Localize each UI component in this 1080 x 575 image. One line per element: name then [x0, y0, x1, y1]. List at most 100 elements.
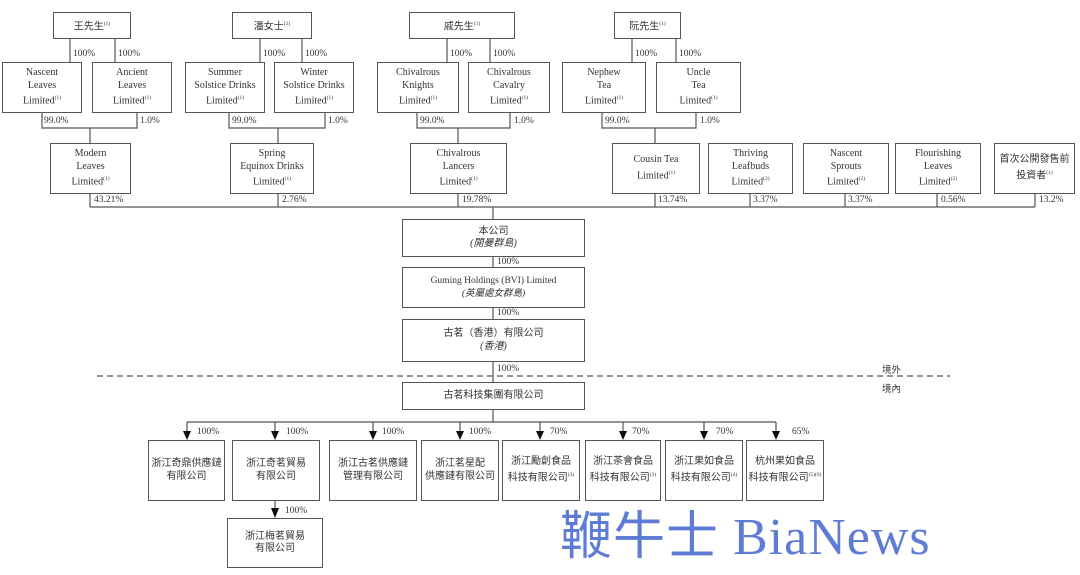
- ownership-pct: 1.0%: [700, 116, 720, 126]
- ownership-pct: 70%: [550, 427, 568, 437]
- entity-name-line: 科技有限公司: [507, 472, 568, 484]
- ownership-pct: 43.21%: [94, 195, 124, 205]
- entity-name-line: Nascent: [829, 148, 863, 160]
- subsidiary-box: 浙江梅茗貿易有限公司: [227, 518, 323, 568]
- footnote-mark: (2): [763, 176, 770, 183]
- jurisdiction: (開曼群島): [470, 238, 517, 249]
- ownership-pct: 99.0%: [420, 116, 445, 126]
- entity-name-line: 科技有限公司: [670, 472, 731, 484]
- ownership-pct: 13.74%: [658, 195, 688, 205]
- entity-name-line: Leaves: [27, 79, 57, 91]
- subsidiary-box: 浙江奇茗貿易有限公司: [232, 440, 320, 501]
- entity-name-line: Uncle: [686, 67, 711, 79]
- ownership-pct: 100%: [635, 49, 658, 59]
- shareholder-name: 阮先生: [629, 20, 660, 32]
- entity-name-line: Limited: [731, 176, 764, 188]
- entity-name-line: Leafbuds: [731, 160, 770, 172]
- ownership-pct: 100%: [450, 49, 473, 59]
- entity-name-line: Chivalrous: [436, 148, 481, 160]
- footnote-mark: (3): [649, 471, 657, 478]
- footnote-mark: (1): [711, 95, 718, 102]
- entity-name-line: Limited: [112, 95, 145, 107]
- footnote-mark: (2): [950, 176, 958, 183]
- entity-name-line: Limited: [439, 176, 472, 188]
- entity-name-line: Solstice Drinks: [194, 79, 256, 91]
- subsidiary-box: 杭州果如食品科技有限公司(5)(6): [746, 440, 824, 501]
- entity-name-line: Tea: [691, 79, 706, 91]
- entity-name-line: 浙江奇鼎供應鏈: [151, 458, 222, 469]
- entity-name-line: Cavalry: [493, 79, 525, 91]
- footnote-mark: (1): [521, 95, 529, 102]
- footnote-mark: (1): [103, 20, 111, 27]
- entity-name-line: 浙江茗星配: [435, 458, 485, 469]
- shareholder-name: 潘女士: [253, 20, 284, 32]
- entity-name-line: Leaves: [76, 160, 105, 172]
- footnote-mark: (5)(6): [808, 471, 822, 478]
- footnote-mark: (1): [668, 169, 676, 176]
- entity-name-line: Limited: [826, 176, 859, 188]
- entity-name-line: Solstice Drinks: [283, 79, 345, 91]
- ownership-pct: 100%: [382, 427, 405, 437]
- entity-name-line: Tea: [596, 79, 612, 91]
- entity-name-line: Nephew: [587, 67, 621, 79]
- footnote-mark: (1): [326, 95, 334, 102]
- company-box-listco: 本公司(開曼群島): [402, 219, 585, 257]
- entity-name-line: Lancers: [442, 160, 475, 172]
- entity-name-line: 浙江古茗供應鏈: [338, 458, 408, 469]
- subsidiary-box: 浙江果如食品科技有限公司(4): [665, 440, 743, 501]
- footnote-mark: (1): [471, 176, 478, 183]
- entity-name-line: Leaves: [923, 160, 953, 172]
- entity-name-line: 科技有限公司: [589, 472, 650, 484]
- footnote-mark: (1): [144, 95, 152, 102]
- ownership-pct: 100%: [118, 49, 141, 59]
- jurisdiction: (英屬處女群島): [461, 288, 526, 299]
- ownership-pct: 3.37%: [848, 195, 873, 205]
- ownership-pct: 100%: [305, 49, 328, 59]
- shareholder-box: 阮先生(1): [614, 12, 681, 39]
- entity-name-line: Limited: [205, 95, 238, 107]
- ownership-pct: 1.0%: [140, 116, 160, 126]
- entity-name-line: Chivalrous: [396, 67, 440, 79]
- entity-name-line: 杭州果如食品: [755, 456, 815, 468]
- footnote-mark: (1): [659, 20, 666, 27]
- entity-name-line: Summer: [208, 67, 242, 79]
- ownership-pct: 0.56%: [941, 195, 966, 205]
- ownership-pct: 1.0%: [514, 116, 534, 126]
- ownership-pct: 99.0%: [605, 116, 630, 126]
- entity-name-line: Winter: [300, 67, 328, 79]
- onshore-label: 境內: [882, 385, 902, 395]
- entity-name-line: 浙江果如食品: [674, 456, 734, 468]
- footnote-mark: (1): [1046, 169, 1053, 176]
- entity-name-line: 投資者: [1016, 170, 1047, 182]
- footnote-mark: (3): [567, 471, 575, 478]
- entity-name-line: Limited: [636, 170, 669, 182]
- entity-name-line: Limited: [71, 176, 104, 188]
- entity-name-line: Limited: [918, 176, 951, 188]
- ownership-pct: 13.2%: [1039, 195, 1064, 205]
- entity-name-line: 有限公司: [166, 470, 207, 482]
- ownership-pct: 100%: [469, 427, 492, 437]
- entity-name-line: Ancient: [116, 67, 148, 79]
- entity-name-line: 科技有限公司: [748, 472, 809, 484]
- subsidiary-box: 浙江茗星配供應鏈有限公司: [421, 440, 499, 501]
- entity-name-line: Equinox Drinks: [240, 160, 304, 172]
- entity-name-line: Limited: [294, 95, 327, 107]
- footnote-mark: (2): [858, 176, 866, 183]
- entity-name-line: Nascent: [25, 67, 59, 79]
- ownership-pct: 100%: [73, 49, 96, 59]
- ownership-pct: 100%: [497, 308, 520, 318]
- ownership-pct: 100%: [286, 427, 309, 437]
- entity-name-line: Thriving: [733, 148, 768, 160]
- entity-name-line: Flourishing: [914, 148, 962, 160]
- shareholder-name: 戚先生: [443, 20, 474, 32]
- ownership-pct: 100%: [263, 49, 286, 59]
- footnote-mark: (1): [473, 20, 481, 27]
- ownership-pct: 100%: [679, 49, 702, 59]
